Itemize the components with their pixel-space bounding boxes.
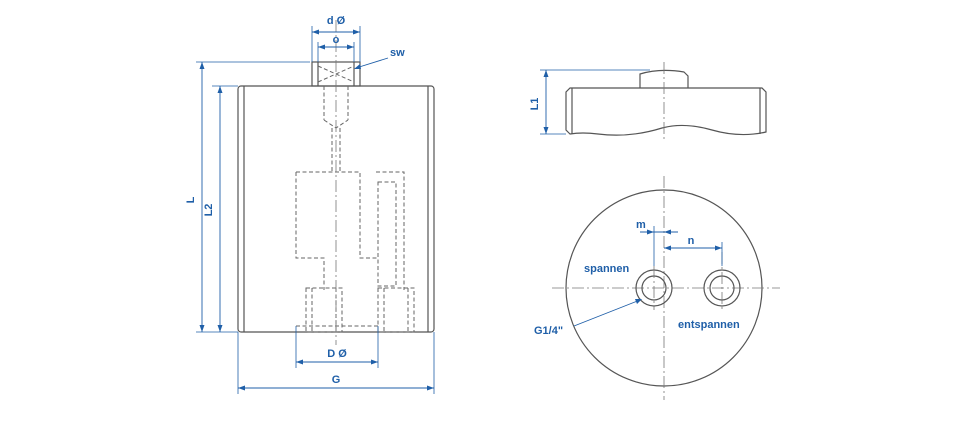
label-d-dia: d Ø [327, 15, 346, 27]
side-view: L1 [529, 62, 767, 142]
label-o: o [333, 34, 340, 46]
label-sw: sw [390, 47, 405, 59]
front-view [237, 20, 435, 345]
front-dimensions: d Ø o sw L L2 D Ø [185, 15, 435, 394]
label-L1: L1 [529, 98, 541, 111]
label-L: L [185, 196, 197, 203]
side-body-outline [565, 87, 767, 136]
label-spannen: spannen [584, 263, 630, 275]
label-port-thread: G1/4" [534, 325, 563, 337]
bottom-view: m n spannen entspannen G1/4" [534, 176, 780, 400]
label-D-dia: D Ø [327, 348, 347, 360]
label-G: G [332, 374, 341, 386]
label-entspannen: entspannen [678, 319, 740, 331]
port-entspannen-outer [703, 269, 741, 307]
label-L2: L2 [203, 204, 215, 217]
label-m: m [636, 219, 646, 231]
label-n: n [688, 235, 695, 247]
